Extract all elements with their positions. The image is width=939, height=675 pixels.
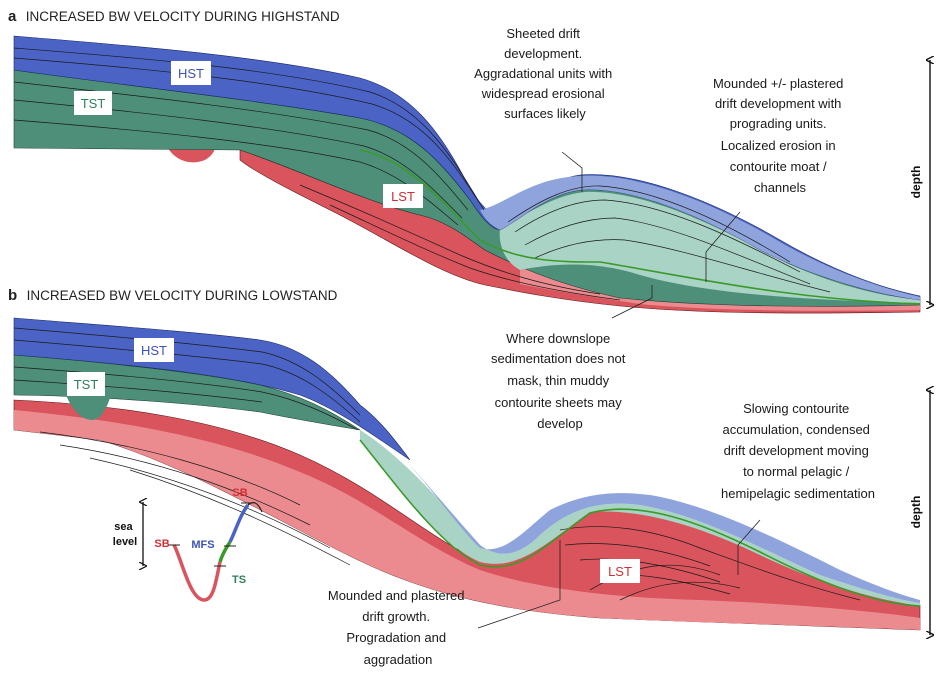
panel-b-annotation-middle: Where downslope sedimentation does not m… <box>491 331 629 431</box>
panel-b: b INCREASED BW VELOCITY DURING LOWSTAND <box>8 285 930 667</box>
panel-a-title: INCREASED BW VELOCITY DURING HIGHSTAND <box>26 9 340 24</box>
panel-a-hst-text: HST <box>178 66 204 81</box>
svg-text:a INCREASED BW VELOCITY: a INCREASED BW VELOCITY DURING HIGHSTAND <box>8 8 340 25</box>
panel-b-title: INCREASED BW VELOCITY DURING LOWSTAND <box>27 288 338 303</box>
sea-level-inset: sea level SB MFS TS SB <box>113 487 263 602</box>
sea-level-curve-blue <box>228 503 250 543</box>
panel-a-letter: a <box>8 8 17 25</box>
sea-level-curve-red <box>172 544 222 602</box>
panel-b-lst-label: LST <box>600 559 640 583</box>
sea-level-curve-green <box>218 541 232 563</box>
panel-b-letter: b <box>8 287 17 304</box>
panel-a-hst-label: HST <box>171 61 211 85</box>
panel-a-tst-label: TST <box>74 91 112 115</box>
svg-text:b INCREASED BW VELOCITY: b INCREASED BW VELOCITY DURING LOWSTAND <box>8 287 338 304</box>
panel-b-hst-label: HST <box>134 338 174 362</box>
panel-a-red-lens <box>168 148 215 163</box>
panel-a-annotation-top: Sheeted drift development. Aggradational… <box>474 26 616 121</box>
panel-b-hst-pale <box>400 455 920 603</box>
panel-b-tst-text: TST <box>74 377 99 392</box>
panel-b-annotation-right: Slowing contourite accumulation, condens… <box>721 401 875 501</box>
panel-b-hst-body <box>13 317 411 461</box>
panel-b-surface-lines <box>359 439 921 607</box>
panel-b-leader-right <box>737 519 761 575</box>
sea-level-sb-left-label: SB <box>154 538 169 550</box>
panel-a: a INCREASED BW VELOCITY DURING HIGHSTAND <box>8 8 930 314</box>
panel-a-tst-text: TST <box>81 96 106 111</box>
panel-a-annotation-right: Mounded +/- plastered drift development … <box>713 76 847 195</box>
sea-level-curve-tail <box>247 502 263 513</box>
panel-a-leader-top <box>561 151 583 192</box>
panel-a-lst-text: LST <box>391 189 415 204</box>
sea-level-sb-right-label: SB <box>232 487 247 499</box>
panel-a-lst-label: LST <box>383 184 423 208</box>
panel-b-tst-label: TST <box>67 372 105 396</box>
sea-level-ts-label: TS <box>232 574 246 586</box>
panel-a-depth-label: depth <box>909 166 923 199</box>
panel-b-depth-label: depth <box>909 496 923 529</box>
panel-b-annotation-bottom: Mounded and plastered drift growth. Prog… <box>328 588 468 667</box>
sea-level-mfs-label: MFS <box>191 539 214 551</box>
panel-b-leader-middle <box>611 285 653 319</box>
sea-level-axis-label: sea level <box>113 521 137 548</box>
panel-a-leader-right <box>705 211 741 282</box>
panel-b-lst-text: LST <box>608 564 632 579</box>
panel-a-surface-lines <box>359 149 921 305</box>
panel-b-hst-text: HST <box>141 343 167 358</box>
panel-b-lst-pale <box>14 410 920 630</box>
panel-b-tst-lens <box>66 395 110 420</box>
panel-b-leader-bottom <box>477 540 561 629</box>
panel-a-hst-pale <box>480 175 920 300</box>
